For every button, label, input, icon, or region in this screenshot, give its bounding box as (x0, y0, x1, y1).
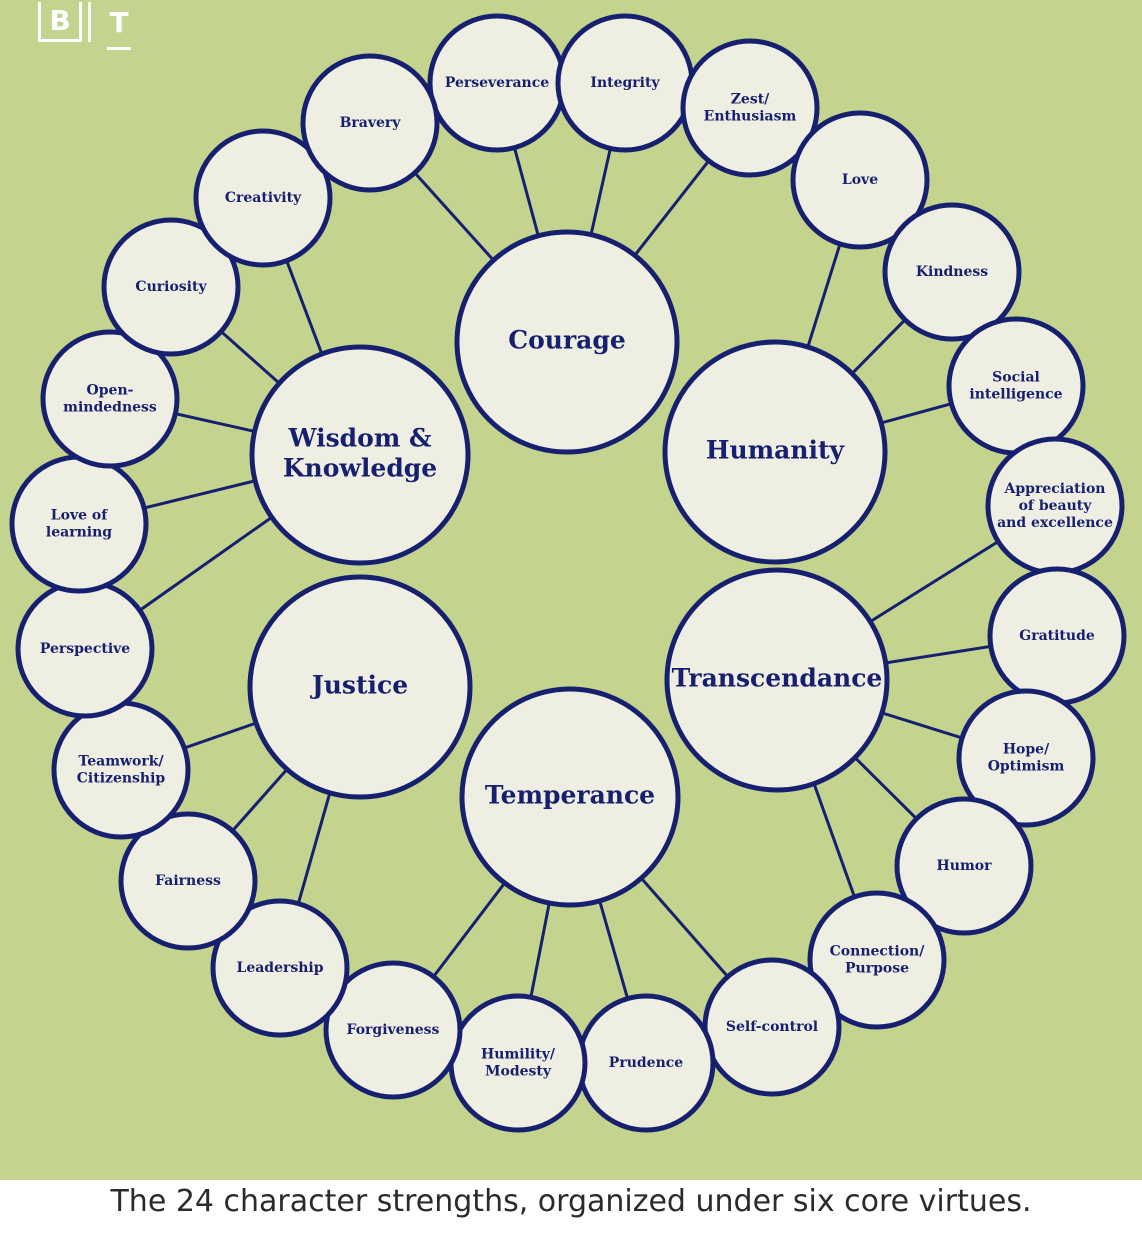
strength-circle-creativity (193, 128, 333, 268)
strength-node-hope: Hope/Optimism (956, 688, 1096, 828)
strength-integrity-label: Integrity (590, 75, 660, 91)
virtue-node-transcendance: Transcendance (664, 567, 890, 793)
virtue-node-humanity: Humanity (662, 339, 888, 565)
strength-leadership-label: Leadership (236, 960, 323, 976)
strength-curiosity-label: Curiosity (135, 279, 207, 295)
strength-circle-humor (894, 796, 1034, 936)
strength-kindness-label: Kindness (916, 264, 988, 280)
strength-hope-label: Hope/ (1003, 742, 1050, 758)
logo-letter-t: T (97, 2, 141, 52)
strength-circle-love (790, 110, 930, 250)
strength-circle-kindness (882, 202, 1022, 342)
virtue-node-wisdom: Wisdom &Knowledge (249, 344, 471, 566)
strength-forgiveness-label: Forgiveness (347, 1022, 440, 1038)
strength-gratitude-label: Gratitude (1019, 628, 1095, 644)
strength-node-prudence: Prudence (576, 993, 716, 1133)
strength-node-fairness: Fairness (118, 811, 258, 951)
strength-node-teamwork: Teamwork/Citizenship (51, 700, 191, 840)
strength-appreciation-label: and excellence (997, 515, 1113, 531)
strength-circle-leadership (210, 898, 350, 1038)
strength-open-mindedness-label: Open- (87, 383, 134, 399)
virtue-wisdom-label: Wisdom & (287, 424, 432, 453)
virtue-wisdom-label: Knowledge (283, 454, 437, 483)
strength-love-label: Love (842, 172, 878, 188)
strength-node-leadership: Leadership (210, 898, 350, 1038)
strength-connection-label: Connection/ (830, 944, 926, 960)
strength-self-control-label: Self-control (726, 1019, 818, 1035)
virtue-temperance-label: Temperance (485, 781, 655, 810)
virtue-justice-label: Justice (310, 671, 408, 700)
strength-social-intelligence-label: intelligence (969, 387, 1062, 403)
virtue-circle-humanity (662, 339, 888, 565)
strength-node-gratitude: Gratitude (987, 566, 1127, 706)
strength-node-integrity: Integrity (555, 13, 695, 153)
strength-node-connection: Connection/Purpose (807, 890, 947, 1030)
strength-node-humor: Humor (894, 796, 1034, 936)
logo: B T (38, 2, 141, 52)
strength-node-self-control: Self-control (702, 957, 842, 1097)
strength-node-love: Love (790, 110, 930, 250)
strength-node-forgiveness: Forgiveness (323, 960, 463, 1100)
strength-circle-curiosity (101, 217, 241, 357)
virtue-circle-wisdom (249, 344, 471, 566)
logo-divider (88, 2, 91, 42)
strength-circle-forgiveness (323, 960, 463, 1100)
virtue-circle-courage (454, 229, 680, 455)
strength-teamwork-label: Teamwork/ (78, 754, 164, 770)
strength-node-kindness: Kindness (882, 202, 1022, 342)
strength-appreciation-label: Appreciation (1004, 481, 1106, 497)
virtue-courage-label: Courage (508, 326, 626, 355)
strength-teamwork-label: Citizenship (77, 771, 166, 787)
strength-circle-hope (956, 688, 1096, 828)
strength-fairness-label: Fairness (155, 873, 221, 889)
strength-bravery-label: Bravery (340, 115, 402, 131)
strength-node-bravery: Bravery (300, 53, 440, 193)
strength-node-zest: Zest/Enthusiasm (680, 38, 820, 178)
strength-social-intelligence-label: Social (992, 370, 1040, 386)
strength-humility-label: Modesty (485, 1064, 552, 1080)
virtue-humanity-label: Humanity (706, 436, 846, 465)
strength-node-creativity: Creativity (193, 128, 333, 268)
strength-node-perspective: Perspective (15, 579, 155, 719)
strength-circle-open-mindedness (40, 329, 180, 469)
virtue-node-justice: Justice (247, 574, 473, 800)
strength-circle-zest (680, 38, 820, 178)
strength-perspective-label: Perspective (40, 641, 130, 657)
strength-circle-connection (807, 890, 947, 1030)
strength-appreciation-label: of beauty (1019, 498, 1093, 514)
strength-perseverance-label: Perseverance (445, 75, 549, 91)
strength-circle-bravery (300, 53, 440, 193)
virtue-node-courage: Courage (454, 229, 680, 455)
virtue-circle-transcendance (664, 567, 890, 793)
virtue-node-temperance: Temperance (459, 686, 681, 908)
strength-node-humility: Humility/Modesty (448, 993, 588, 1133)
strength-open-mindedness-label: mindedness (63, 400, 157, 416)
strength-humility-label: Humility/ (481, 1047, 556, 1063)
strength-connection-label: Purpose (845, 961, 909, 977)
strength-circle-fairness (118, 811, 258, 951)
strength-love-of-learning-label: learning (46, 525, 112, 541)
caption: The 24 character strengths, organized un… (110, 1184, 1032, 1219)
strength-zest-label: Enthusiasm (704, 109, 797, 125)
virtue-circle-justice (247, 574, 473, 800)
strength-zest-label: Zest/ (731, 92, 770, 108)
strength-hope-label: Optimism (988, 759, 1065, 775)
strength-creativity-label: Creativity (225, 190, 302, 206)
strength-node-curiosity: Curiosity (101, 217, 241, 357)
strength-node-open-mindedness: Open-mindedness (40, 329, 180, 469)
strength-prudence-label: Prudence (609, 1055, 683, 1071)
virtue-circle-temperance (459, 686, 681, 908)
strength-node-perseverance: Perseverance (427, 13, 567, 153)
logo-letter-b: B (38, 2, 82, 42)
strength-love-of-learning-label: Love of (51, 508, 108, 524)
strength-humor-label: Humor (937, 858, 993, 874)
virtue-transcendance-label: Transcendance (672, 664, 883, 693)
